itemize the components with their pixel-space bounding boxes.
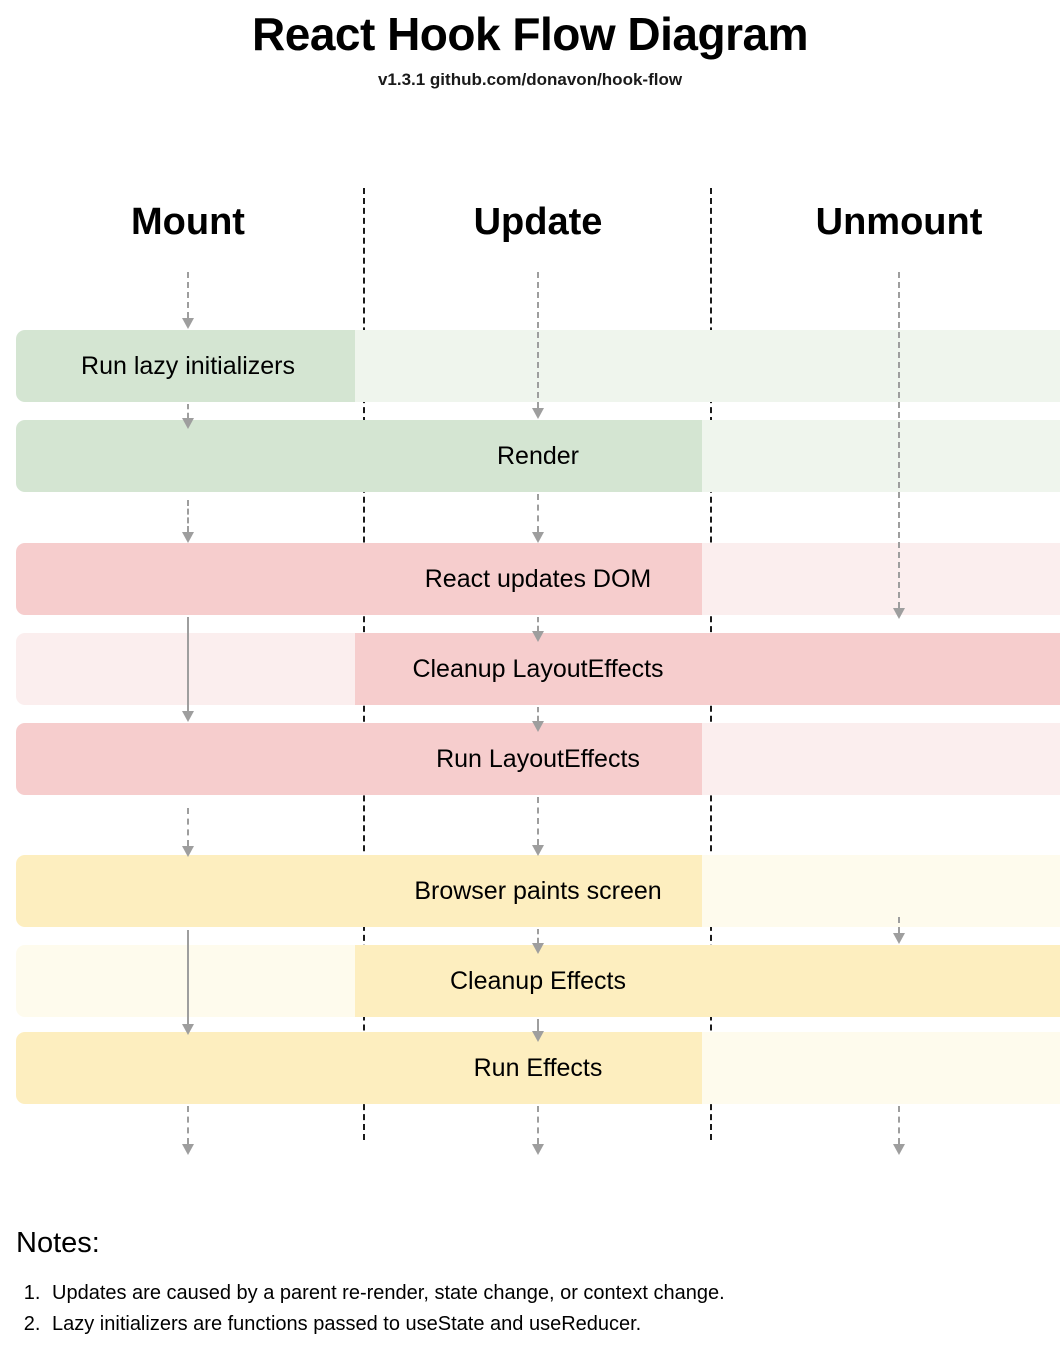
band-cleanup-effects: Cleanup Effects bbox=[0, 945, 1060, 1017]
arrow-shaft bbox=[537, 1019, 539, 1031]
band-segment bbox=[16, 633, 355, 705]
arrow-head-icon bbox=[182, 1144, 194, 1155]
band-segment bbox=[355, 633, 1060, 705]
arrow-head-icon bbox=[893, 933, 905, 944]
flow-arrow-update bbox=[530, 1019, 546, 1042]
column-heading-unmount: Unmount bbox=[815, 201, 983, 243]
band-label-run-effects: Run Effects bbox=[473, 1054, 603, 1082]
flow-arrow-update bbox=[530, 272, 546, 419]
flow-arrow-unmount bbox=[891, 1106, 907, 1155]
note-item: Updates are caused by a parent re-render… bbox=[46, 1278, 1046, 1309]
arrow-head-icon bbox=[182, 846, 194, 857]
arrow-shaft bbox=[187, 930, 189, 1024]
arrow-head-icon bbox=[532, 1031, 544, 1042]
arrow-head-icon bbox=[532, 721, 544, 732]
notes-heading: Notes: bbox=[16, 1227, 100, 1259]
arrow-shaft bbox=[537, 1106, 539, 1144]
arrow-shaft bbox=[537, 494, 539, 532]
flow-arrow-mount bbox=[180, 617, 196, 722]
arrow-head-icon bbox=[893, 1144, 905, 1155]
band-segment bbox=[702, 723, 1060, 795]
arrow-head-icon bbox=[532, 1144, 544, 1155]
band-segment bbox=[16, 420, 702, 492]
arrow-head-icon bbox=[893, 608, 905, 619]
arrow-shaft bbox=[187, 617, 189, 711]
arrow-head-icon bbox=[532, 532, 544, 543]
flow-arrow-mount bbox=[180, 930, 196, 1035]
arrow-shaft bbox=[537, 797, 539, 845]
band-segment bbox=[16, 1032, 702, 1104]
flow-arrow-unmount bbox=[891, 272, 907, 619]
arrow-shaft bbox=[537, 707, 539, 721]
notes-list: Updates are caused by a parent re-render… bbox=[16, 1278, 1046, 1340]
band-label-react-updates-dom: React updates DOM bbox=[424, 565, 652, 593]
arrow-head-icon bbox=[182, 532, 194, 543]
page-header: React Hook Flow Diagram v1.3.1 github.co… bbox=[0, 0, 1060, 90]
flow-arrow-mount bbox=[180, 1106, 196, 1155]
flow-arrow-update bbox=[530, 1106, 546, 1155]
notes-section: Notes: Updates are caused by a parent re… bbox=[16, 1227, 1046, 1340]
flow-arrow-mount bbox=[180, 500, 196, 543]
band-browser-paints-screen: Browser paints screen bbox=[0, 855, 1060, 927]
flow-arrow-unmount bbox=[891, 917, 907, 944]
band-segment bbox=[16, 543, 702, 615]
flow-arrow-mount bbox=[180, 404, 196, 429]
band-segment bbox=[702, 420, 1060, 492]
column-heading-update: Update bbox=[473, 201, 603, 243]
arrow-head-icon bbox=[182, 711, 194, 722]
arrow-head-icon bbox=[182, 1024, 194, 1035]
flow-arrow-update bbox=[530, 797, 546, 856]
band-label-browser-paints-screen: Browser paints screen bbox=[414, 877, 662, 905]
band-segment bbox=[702, 1032, 1060, 1104]
column-heading-mount: Mount bbox=[131, 201, 245, 243]
arrow-head-icon bbox=[182, 318, 194, 329]
arrow-shaft bbox=[187, 1106, 189, 1144]
band-segment bbox=[16, 330, 355, 402]
band-render: Render bbox=[0, 420, 1060, 492]
arrow-shaft bbox=[187, 808, 189, 846]
arrow-shaft bbox=[898, 1106, 900, 1144]
arrow-head-icon bbox=[532, 631, 544, 642]
band-label-run-lazy-initializers: Run lazy initializers bbox=[81, 352, 295, 380]
arrow-head-icon bbox=[532, 408, 544, 419]
arrow-shaft bbox=[537, 929, 539, 943]
band-segment bbox=[702, 543, 1060, 615]
arrow-shaft bbox=[187, 500, 189, 532]
band-label-cleanup-effects: Cleanup Effects bbox=[449, 967, 627, 995]
arrow-shaft bbox=[537, 272, 539, 408]
arrow-head-icon bbox=[532, 943, 544, 954]
band-react-updates-dom: React updates DOM bbox=[0, 543, 1060, 615]
arrow-shaft bbox=[187, 404, 189, 418]
flow-arrow-update bbox=[530, 617, 546, 642]
flow-arrow-update bbox=[530, 929, 546, 954]
page-subtitle: v1.3.1 github.com/donavon/hook-flow bbox=[377, 69, 683, 89]
band-segment bbox=[16, 855, 702, 927]
flow-arrow-mount bbox=[180, 272, 196, 329]
arrow-shaft bbox=[537, 617, 539, 631]
flow-arrow-update bbox=[530, 494, 546, 543]
arrow-head-icon bbox=[182, 418, 194, 429]
flow-arrow-update bbox=[530, 707, 546, 732]
band-run-layouteffects: Run LayoutEffects bbox=[0, 723, 1060, 795]
arrow-shaft bbox=[898, 272, 900, 608]
band-label-run-layouteffects: Run LayoutEffects bbox=[436, 745, 640, 773]
band-run-lazy-initializers: Run lazy initializers bbox=[0, 330, 1060, 402]
band-run-effects: Run Effects bbox=[0, 1032, 1060, 1104]
arrow-head-icon bbox=[532, 845, 544, 856]
note-item: Lazy initializers are functions passed t… bbox=[46, 1309, 1046, 1340]
band-segment bbox=[702, 855, 1060, 927]
band-cleanup-layouteffects: Cleanup LayoutEffects bbox=[0, 633, 1060, 705]
flow-arrow-mount bbox=[180, 808, 196, 857]
band-segment bbox=[355, 945, 1060, 1017]
page-title: React Hook Flow Diagram bbox=[252, 8, 808, 60]
band-segment bbox=[355, 330, 1060, 402]
band-segment bbox=[16, 945, 355, 1017]
band-segment bbox=[16, 723, 702, 795]
arrow-shaft bbox=[898, 917, 900, 933]
band-label-cleanup-layouteffects: Cleanup LayoutEffects bbox=[412, 655, 664, 683]
band-label-render: Render bbox=[497, 442, 579, 470]
arrow-shaft bbox=[187, 272, 189, 318]
